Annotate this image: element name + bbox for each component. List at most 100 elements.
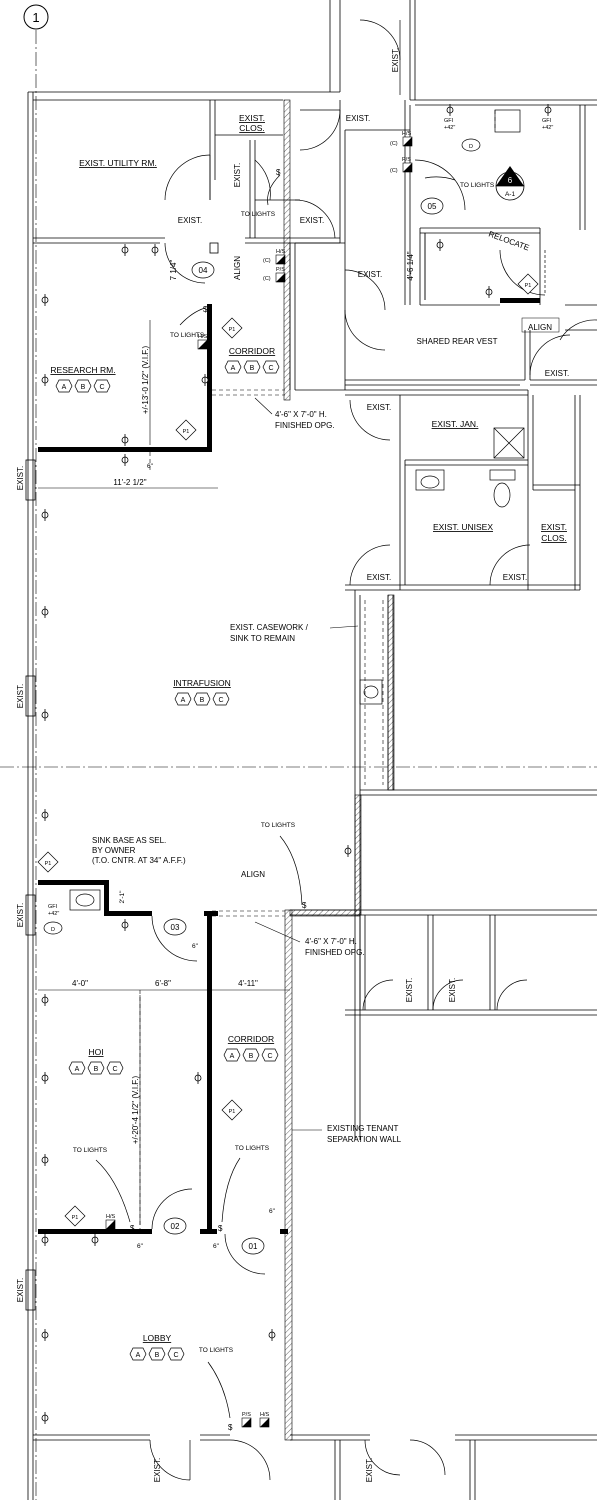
detail-marker: 6 A-1	[495, 166, 525, 201]
svg-text:$: $	[218, 1224, 223, 1233]
room-clos-top-2: CLOS.	[239, 123, 265, 133]
room-hoi: HOI	[88, 1047, 103, 1057]
dimension-lines	[38, 233, 426, 1225]
upper-hatched-wall	[354, 794, 362, 916]
dim-d05-offset: 4'-6 1/4"	[406, 251, 415, 280]
dim-two-one: 2'-1"	[119, 890, 126, 904]
door-swings	[149, 19, 597, 1481]
plus42-label-vest-2: +42"	[542, 125, 553, 131]
svg-text:A: A	[75, 1066, 80, 1073]
svg-text:EXIST.: EXIST.	[365, 1458, 374, 1482]
dim-research-height: +/-13'-0 1/2" (V.I.F.)	[141, 346, 150, 415]
detail-number: 6	[508, 176, 513, 185]
hs-label-corridor: H/S	[276, 249, 286, 255]
to-lights-arrows	[95, 174, 456, 1419]
dim-research-width: 11'-2 1/2"	[113, 478, 146, 487]
dim-six-inch-corridor: 6"	[213, 1243, 220, 1250]
opening-note-bottom-1: 4'-6" X 7'-0" H.	[305, 937, 357, 946]
device-boxes	[105, 136, 413, 1428]
dashed-lines	[139, 110, 496, 1229]
d-label-sink: D	[51, 927, 55, 933]
room-unisex: EXIST. UNISEX	[433, 522, 493, 532]
svg-text:A: A	[181, 697, 186, 704]
plus42-label-sink: +42"	[48, 911, 59, 917]
dim-d04-offset: 7 1/4"	[169, 260, 178, 281]
room-research: RESEARCH RM.	[50, 365, 115, 375]
svg-text:EXIST.: EXIST.	[367, 573, 391, 582]
svg-text:TO LIGHTS: TO LIGHTS	[170, 332, 205, 339]
dim-six-inch-hoi: 6"	[137, 1243, 144, 1250]
svg-text:B: B	[250, 365, 255, 372]
c-label-vest-1: (C)	[390, 141, 398, 147]
sink-note-1: SINK BASE AS SEL.	[92, 836, 166, 845]
exist-labels: EXIST. EXIST. EXIST. EXIST. EXIST. EXIST…	[16, 48, 569, 1482]
c-label-corridor-1: (C)	[263, 258, 271, 264]
door-tag-05: 05	[428, 202, 437, 211]
door-tag-03: 03	[171, 923, 180, 932]
finish-hex-corridor-top: A B C	[224, 360, 280, 374]
svg-text:B: B	[81, 384, 86, 391]
svg-text:B: B	[249, 1053, 254, 1060]
ps-label-corridor: P/S	[276, 267, 285, 273]
gfi-label-vest-1: GFI	[444, 118, 454, 124]
svg-text:$: $	[302, 901, 307, 910]
tenant-separation-wall	[284, 909, 293, 1441]
align-note-vertical: ALIGN	[233, 256, 242, 280]
svg-text:C: C	[99, 384, 104, 391]
opening-note-top-2: FINISHED OPG.	[275, 421, 335, 430]
sink-note-2: BY OWNER	[92, 846, 136, 855]
svg-text:A: A	[136, 1352, 141, 1359]
dim-four-eleven: 4'-11"	[238, 979, 258, 988]
door-tags	[163, 197, 444, 1255]
svg-text:EXIST.: EXIST.	[545, 369, 569, 378]
casework-note-2: SINK TO REMAIN	[230, 634, 295, 643]
svg-text:A: A	[62, 384, 67, 391]
dim-six-inch-d01: 6"	[269, 1208, 276, 1215]
hs-label-vest: H/S	[402, 131, 412, 137]
svg-text:C: C	[268, 365, 273, 372]
room-corridor-bottom: CORRIDOR	[228, 1034, 274, 1044]
gfi-label-sink: GFI	[48, 904, 58, 910]
svg-text:TO LIGHTS: TO LIGHTS	[235, 1145, 270, 1152]
align-note-bottom: ALIGN	[241, 870, 265, 879]
svg-text:EXIST.: EXIST.	[391, 48, 400, 72]
svg-text:EXIST.: EXIST.	[16, 903, 25, 927]
room-clos-top: EXIST.	[239, 113, 265, 123]
switch-symbols: $ $ $ $ $ $	[130, 168, 307, 1432]
svg-text:TO LIGHTS: TO LIGHTS	[261, 822, 296, 829]
svg-text:B: B	[94, 1066, 99, 1073]
svg-text:A: A	[231, 365, 236, 372]
grid-bubble: 1	[23, 4, 49, 30]
grid-bubble-label: 1	[32, 10, 39, 25]
svg-text:TO LIGHTS: TO LIGHTS	[460, 182, 495, 189]
casework-note-1: EXIST. CASEWORK /	[230, 623, 309, 632]
ps-label-vest: P/S	[402, 157, 411, 163]
door-tag-02: 02	[171, 1222, 180, 1231]
finish-hex-research: A B C	[55, 379, 111, 393]
p1-label-research: P1	[183, 429, 190, 435]
intrafusion-hatched-wall	[387, 594, 395, 791]
door-tag-01: 01	[249, 1242, 258, 1251]
svg-text:EXIST.: EXIST.	[405, 978, 414, 1002]
p1-diamonds	[37, 138, 539, 1227]
svg-text:TO LIGHTS: TO LIGHTS	[241, 211, 276, 218]
svg-text:$: $	[203, 305, 208, 314]
align-note-vest: ALIGN	[528, 323, 552, 332]
tenant-wall-note-2: SEPARATION WALL	[327, 1135, 402, 1144]
p1-label-corridor: P1	[229, 327, 236, 333]
new-walls	[38, 298, 540, 1234]
svg-text:$: $	[130, 1224, 135, 1233]
c-label-corridor-2: (C)	[263, 276, 271, 282]
p1-label-corridor2: P1	[229, 1109, 236, 1115]
d-label-vest: D	[469, 144, 473, 150]
room-clos-right: EXIST.	[541, 522, 567, 532]
svg-text:EXIST.: EXIST.	[358, 270, 382, 279]
svg-text:C: C	[218, 697, 223, 704]
room-jan: EXIST. JAN.	[432, 419, 479, 429]
to-lights-notes: TO LIGHTS TO LIGHTS TO LIGHTS TO LIGHTS …	[73, 182, 495, 1354]
p1-label-sink: P1	[45, 861, 52, 867]
hs-label-lobby: H/S	[260, 1412, 270, 1418]
